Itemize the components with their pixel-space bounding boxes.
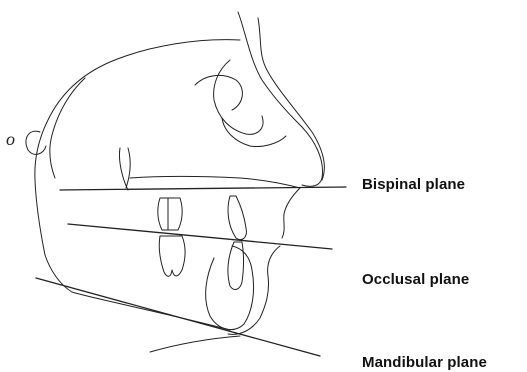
bispinal-plane-label: Bispinal plane — [362, 176, 465, 193]
pterygoid-process — [119, 148, 130, 190]
occlusal-plane-label: Occlusal plane — [362, 271, 469, 288]
cranium-inner-outline — [50, 78, 85, 178]
lower-molar — [159, 236, 185, 276]
orbit-outline — [195, 75, 242, 110]
nasal-cartilage — [214, 60, 263, 134]
cranium-outline — [35, 40, 240, 292]
bispinal-plane-line — [60, 187, 346, 190]
mandible-symphysis — [206, 246, 254, 330]
nasal-bone — [222, 118, 286, 147]
lower-incisor — [228, 242, 244, 289]
ear-outline — [26, 131, 46, 154]
mandibular-plane-line — [36, 278, 320, 356]
upper-molar — [158, 198, 182, 230]
forehead-nasal-line — [238, 12, 323, 186]
ear-mark: o — [6, 129, 15, 149]
occlusal-plane-line — [68, 224, 332, 249]
upper-incisor — [228, 196, 246, 240]
palate-outline — [130, 177, 300, 189]
mandibular-plane-label: Mandibular plane — [362, 354, 487, 371]
upper-lip — [282, 188, 300, 238]
neck-line — [150, 336, 240, 352]
nose-outline — [258, 18, 324, 180]
